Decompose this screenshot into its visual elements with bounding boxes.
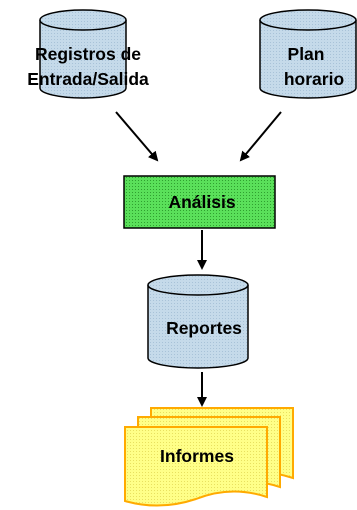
arrow-plan-to-analisis [239,111,282,162]
arrow-registros-to-analisis [115,111,159,162]
plan-label-line1: Plan [288,44,325,64]
informes-label: Informes [160,446,234,466]
informes-doc-front [124,426,268,507]
plan-horario-cylinder: Plan horario [259,9,357,99]
informes-document-stack: Informes [124,407,294,507]
registros-label-line1: Registros de [35,44,141,64]
registros-label-line2: Entrada/Salida [27,69,149,89]
registros-cylinder: Registros de Entrada/Salida [27,9,149,99]
reportes-cylinder: Reportes [147,274,249,369]
analisis-process-box: Análisis [123,175,276,229]
plan-label-line2: horario [284,69,344,89]
reportes-label: Reportes [166,318,242,338]
analisis-label: Análisis [168,192,235,212]
